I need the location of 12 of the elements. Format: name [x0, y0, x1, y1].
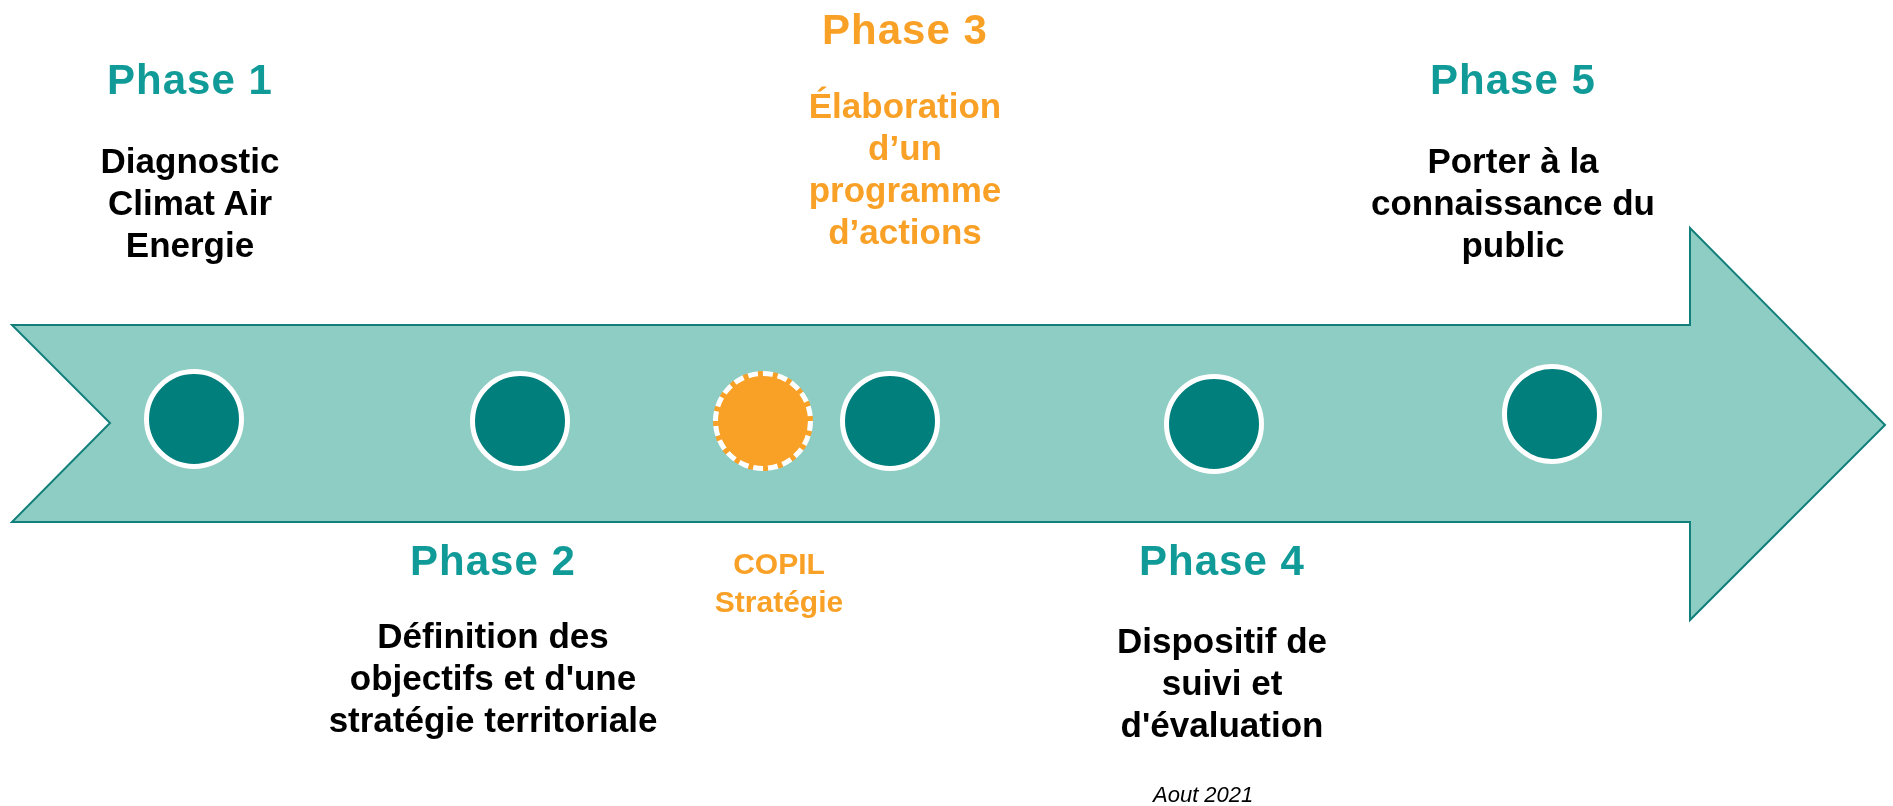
phase-heading: Phase 4	[1139, 537, 1305, 585]
phase-description: Porter à la connaissance du public	[1370, 140, 1656, 266]
phase-description: Définition des objectifs et d'une stratégie territoriale	[327, 615, 659, 741]
phase-heading: Phase 3	[822, 6, 988, 54]
phase-heading: Phase 5	[1430, 56, 1596, 104]
phase-heading: Phase 1	[107, 56, 273, 104]
phase-description: Diagnostic Climat Air Energie	[99, 140, 281, 266]
phase-heading: Phase 2	[410, 537, 576, 585]
phase-description: Élaboration d’un programme d’actions	[807, 85, 1003, 253]
phase-description: Dispositif de suivi et d'évaluation	[1116, 620, 1328, 746]
date-note: Aout 2021	[1153, 782, 1254, 806]
milestone-label: COPIL Stratégie	[713, 546, 845, 620]
